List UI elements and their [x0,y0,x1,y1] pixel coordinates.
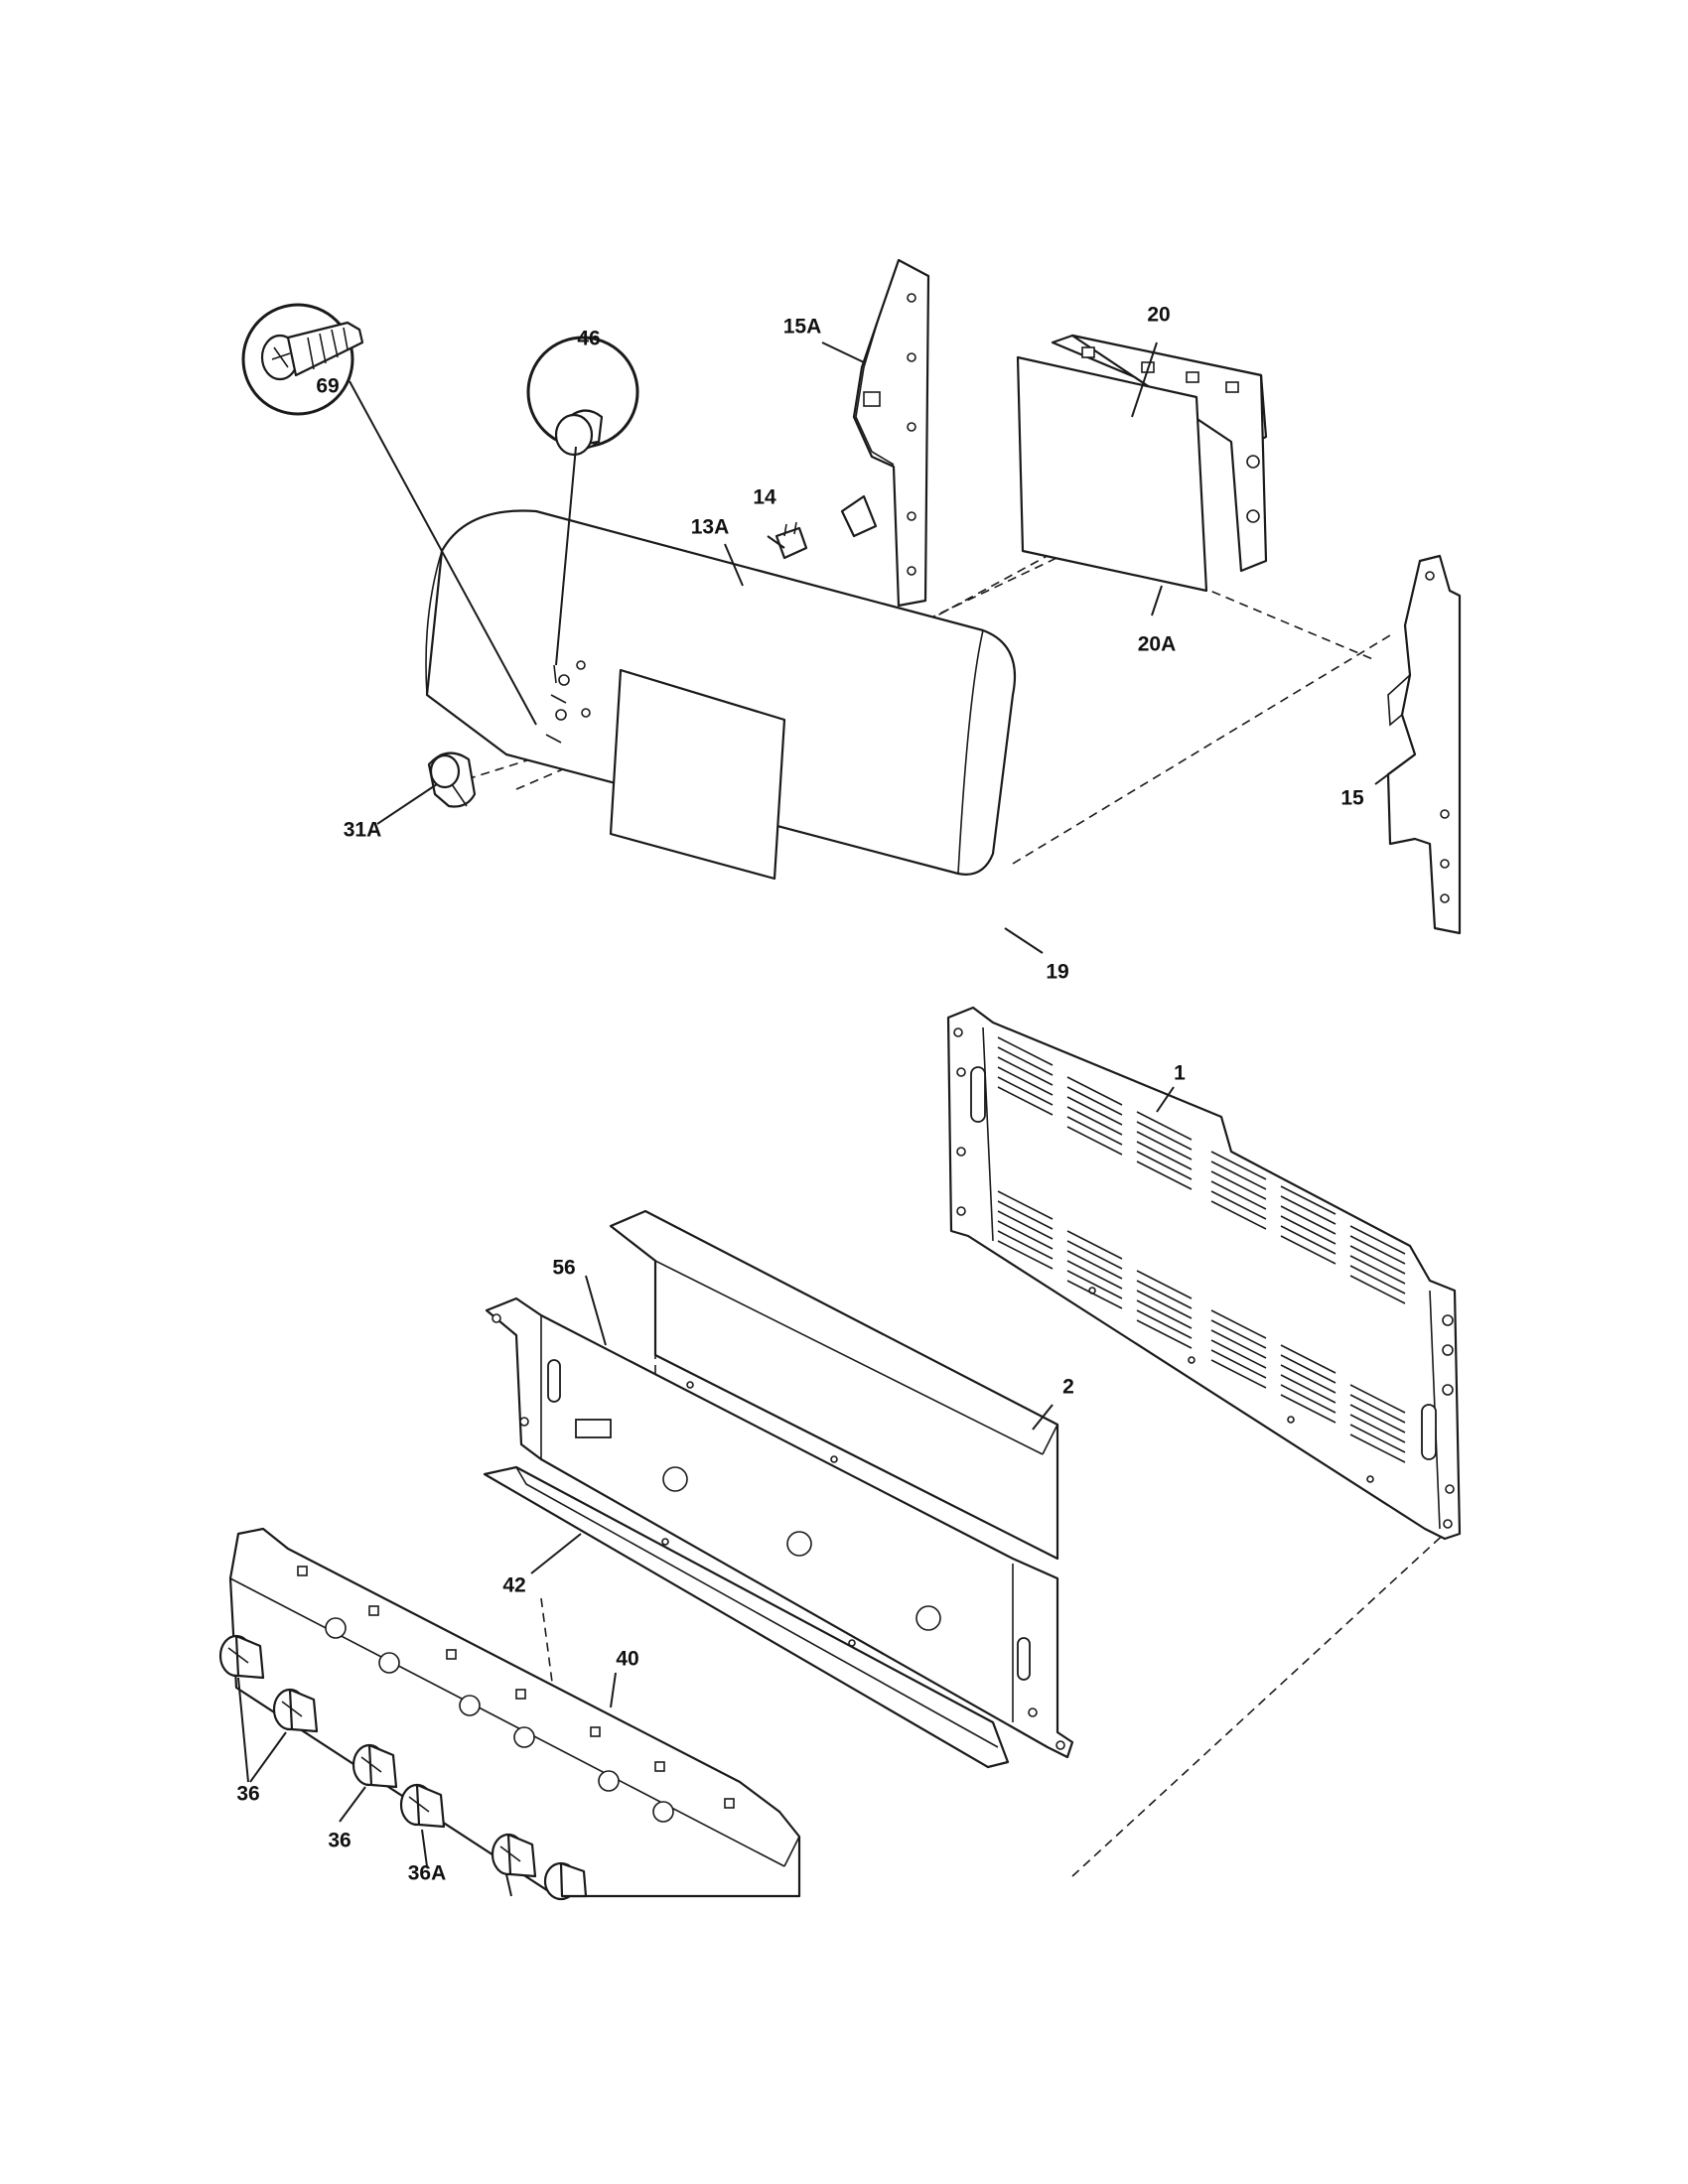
label-14: 14 [753,486,776,509]
label-40: 40 [616,1648,638,1671]
knob-36a [399,1783,446,1829]
label-1: 1 [1174,1062,1186,1085]
label-13a: 13A [691,516,730,539]
control-panel-19 [425,509,1017,881]
label-36a: 36A [408,1862,447,1885]
knob-36-6 [543,1861,588,1901]
leader-lines [237,341,1416,1897]
upper-louvers [997,1036,1406,1304]
label-36-a: 36 [236,1783,259,1806]
shield-panel-2 [609,1209,1059,1561]
lower-control-panel-40 [228,1527,801,1898]
label-2: 2 [1062,1376,1074,1399]
trim-strip-42 [483,1465,1010,1769]
label-69: 69 [316,375,339,398]
label-20a: 20A [1138,633,1177,656]
label-56: 56 [552,1257,575,1280]
label-42: 42 [502,1574,525,1597]
callout-69 [241,303,537,726]
part-labels: 15A 20 46 14 13A 69 20A 15 31A 19 1 56 2… [236,304,1364,1885]
label-31a: 31A [344,819,382,842]
control-overlay-20a [1016,355,1208,593]
label-15: 15 [1340,787,1364,810]
switch-14 [774,521,808,560]
callout-46 [526,336,639,684]
knob-36-3 [352,1743,398,1789]
left-end-bracket-15a [840,258,930,608]
knob-36-5 [491,1833,537,1878]
rear-panel-1 [946,1006,1462,1541]
knob-36-2 [272,1688,319,1733]
manifold-panel-56 [485,1297,1074,1759]
knob-36-1 [218,1634,265,1680]
burner-knobs [218,1634,588,1901]
right-end-bracket-15 [1386,554,1462,935]
lower-louvers [997,1190,1406,1463]
label-46: 46 [577,328,600,350]
label-20: 20 [1147,304,1170,327]
label-19: 19 [1046,961,1068,984]
label-15a: 15A [783,316,822,339]
knob-31a [427,751,477,808]
label-36-b: 36 [328,1830,351,1852]
